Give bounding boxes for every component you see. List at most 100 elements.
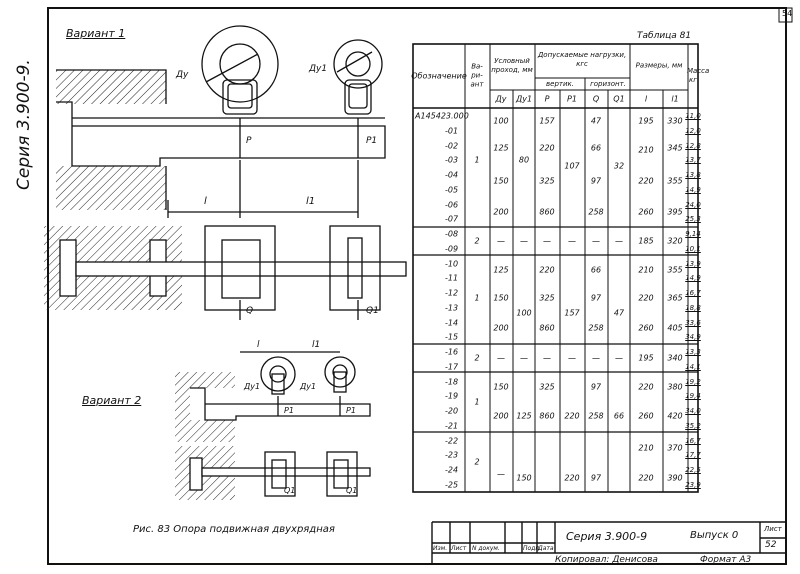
p-860b: 860 <box>539 323 555 333</box>
hdr-loads: Допускаемые нагрузки, кгс <box>537 51 627 68</box>
mass-cell: 13,7 <box>685 156 701 165</box>
label-p: P <box>246 136 252 146</box>
l-195b: 195 <box>638 353 654 363</box>
l-195: 195 <box>638 116 654 126</box>
mass-cell: 33,6 <box>685 318 701 327</box>
l-185: 185 <box>638 236 654 246</box>
designation-cell: -22 <box>445 436 459 445</box>
tb-data: Дата <box>538 545 554 552</box>
mass-cell: 19,4 <box>685 392 701 401</box>
mass-cell: 12,8 <box>685 141 701 150</box>
l1-340: 340 <box>667 353 683 363</box>
q-dash-2: — <box>592 353 600 363</box>
mass-cell: 10,1 <box>685 244 701 253</box>
dy-dash-1: — <box>497 236 505 246</box>
l1-320: 320 <box>667 236 683 246</box>
mass-cell: 19,2 <box>685 377 701 386</box>
tb-list-label: Лист <box>764 525 782 533</box>
label-dy1: Ду1 <box>309 64 328 74</box>
q-258: 258 <box>588 207 604 217</box>
designation-cell: -03 <box>445 155 459 165</box>
p1-220: 220 <box>564 411 580 421</box>
designation-cell: -18 <box>445 377 459 386</box>
p-325b: 325 <box>539 293 555 303</box>
tb-vypusk: Выпуск 0 <box>690 530 739 541</box>
dy-dash-2: — <box>497 353 505 363</box>
l1-395: 395 <box>667 207 683 217</box>
mass-cell: 24,0 <box>685 200 701 209</box>
hdr-cond-pass: Условный проход, мм <box>491 57 533 74</box>
p1-dash-2: — <box>568 353 576 363</box>
q-66: 66 <box>590 143 602 153</box>
hdr-dy: Ду <box>495 94 507 104</box>
designation-cell: -06 <box>445 200 459 209</box>
page-corner-number: 54 <box>782 9 793 18</box>
label-l1: l1 <box>306 196 316 207</box>
p-220b: 220 <box>539 265 555 275</box>
mass-cell: 13,3 <box>685 348 701 356</box>
label-p1: P1 <box>366 136 378 146</box>
p1-107: 107 <box>564 161 580 171</box>
dy-dash-3: — <box>497 469 505 479</box>
l-220b: 220 <box>638 293 654 303</box>
mass-cell: 18,8 <box>685 303 701 312</box>
label-dy1-v2a: Ду1 <box>244 382 261 391</box>
l1-370: 370 <box>667 443 683 453</box>
label-p1-v2b: P1 <box>346 406 356 415</box>
hdr-l1: l1 <box>671 94 679 104</box>
variant2-side-view <box>175 351 371 442</box>
designation-cell: -02 <box>445 141 459 150</box>
designation-cell: -16 <box>445 347 459 357</box>
l-260b: 260 <box>638 323 654 333</box>
l1-405: 405 <box>667 323 683 333</box>
designation-cell: -25 <box>445 480 459 490</box>
tb-ndoc: N докум. <box>472 545 500 552</box>
l1-355: 355 <box>667 176 683 186</box>
mass-cell: 16,7 <box>685 289 701 297</box>
designation-cell: -11 <box>445 273 459 283</box>
label-q1: Q1 <box>366 306 379 316</box>
tb-list-number: 52 <box>765 540 777 550</box>
mass-cell: 14,1 <box>685 362 701 371</box>
corner-box <box>778 7 793 23</box>
dy1-dash-1: — <box>520 236 528 246</box>
l1-365: 365 <box>667 293 683 303</box>
designation-cell: -04 <box>445 170 459 180</box>
mass-cell: 25,3 <box>685 215 701 224</box>
q-97b: 97 <box>590 293 602 303</box>
designation-cell: -08 <box>445 229 459 239</box>
mass-cell: 11,0 <box>685 112 701 120</box>
variant2-plan-view <box>175 446 371 500</box>
q-97: 97 <box>590 176 602 186</box>
mass-cell: 22,5 <box>685 466 701 474</box>
variant-g3: 1 <box>474 293 480 303</box>
hdr-designation: Обозначение <box>411 71 467 81</box>
p-dash-1: — <box>543 236 551 246</box>
variant-g2: 2 <box>474 236 480 246</box>
variant1-plan-view <box>44 225 407 320</box>
q-47: 47 <box>590 116 602 126</box>
tb-seria: Серия 3.900-9 <box>566 530 648 543</box>
l-220d: 220 <box>638 473 654 483</box>
dy-200c: 200 <box>493 411 509 421</box>
variant-g1: 1 <box>474 155 480 165</box>
label-q1-v2b: Q1 <box>346 486 358 495</box>
designation-cell: -13 <box>445 303 459 313</box>
hdr-dy1: Ду1 <box>515 94 533 104</box>
dy-200b: 200 <box>493 323 509 333</box>
q-258b: 258 <box>588 323 604 333</box>
q-dash-1: — <box>592 236 600 246</box>
title-block-grid <box>431 521 786 564</box>
l1-345: 345 <box>667 143 683 153</box>
dy-125b: 125 <box>493 265 509 275</box>
label-dy1-v2b: Ду1 <box>300 382 317 391</box>
designation-cell: -10 <box>445 259 459 268</box>
mass-cell: 34,0 <box>685 407 701 415</box>
mass-cell: 23,9 <box>685 480 701 489</box>
dy1-100: 100 <box>516 308 532 318</box>
l-260: 260 <box>638 207 654 217</box>
l-220: 220 <box>638 176 654 186</box>
hdr-p1: P1 <box>567 94 577 104</box>
